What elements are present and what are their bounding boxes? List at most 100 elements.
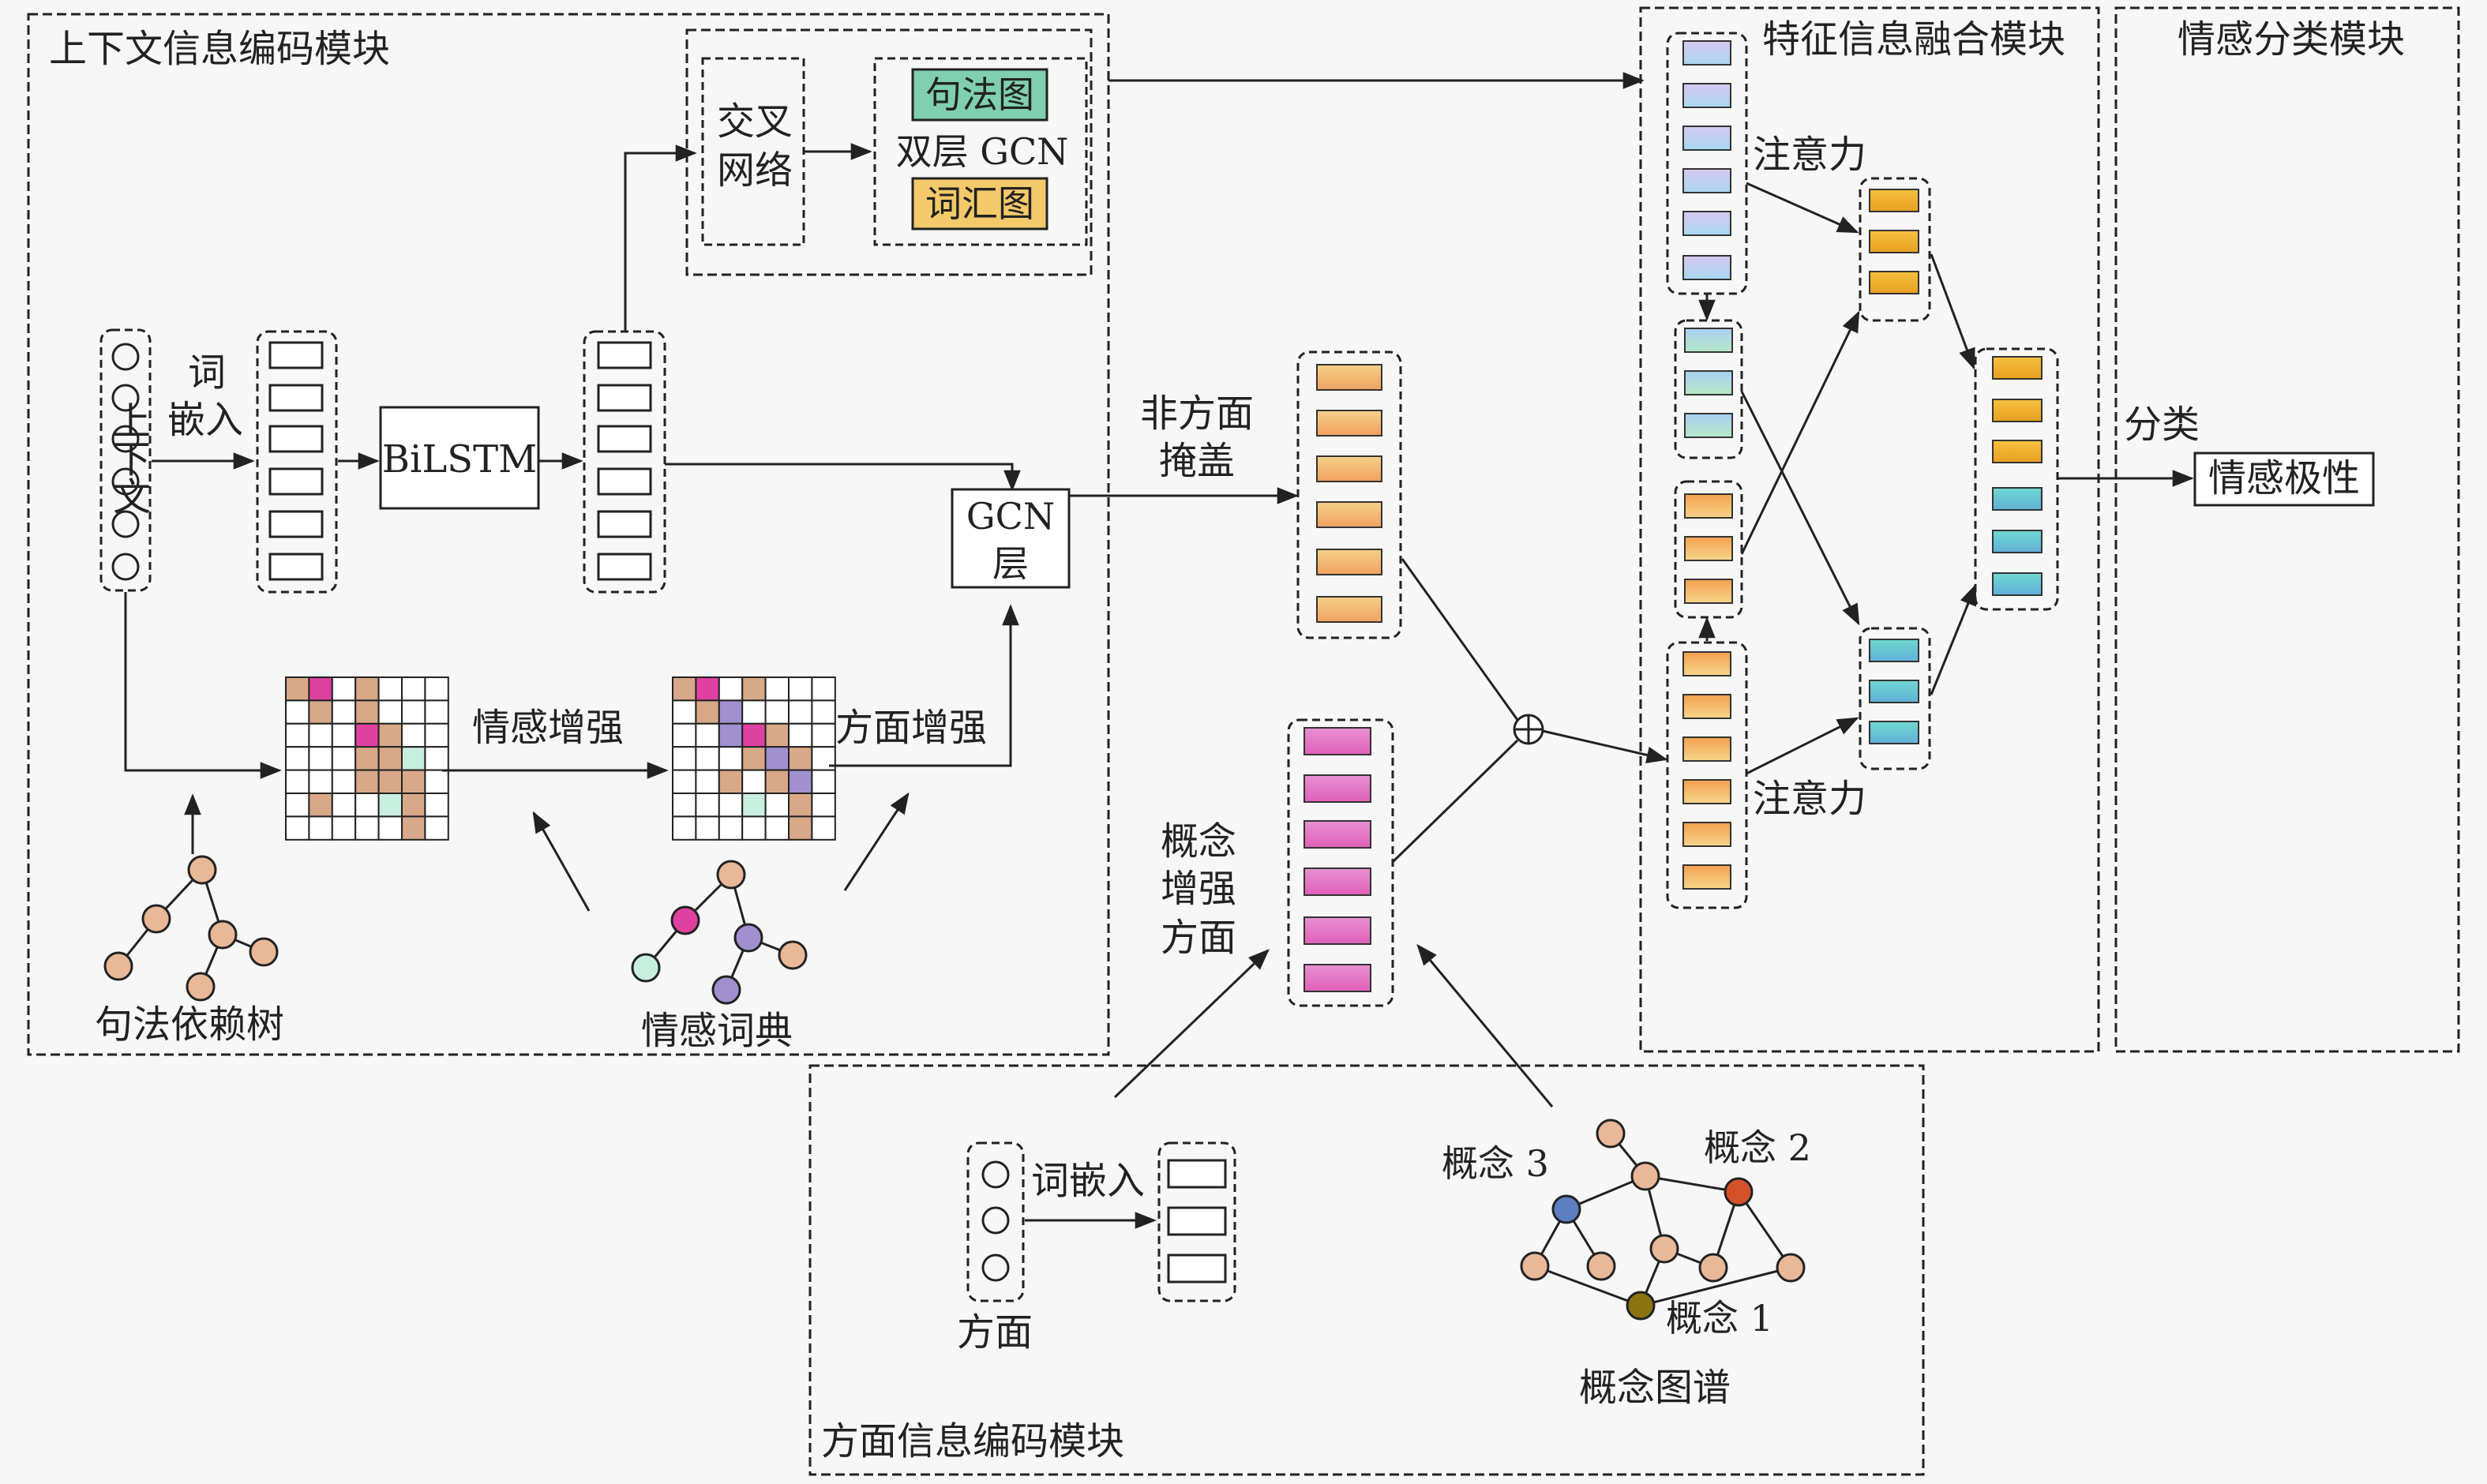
matrix-cell <box>308 769 333 794</box>
matrix-cell <box>331 746 357 771</box>
aspect-module-frame <box>808 1064 1925 1476</box>
classify-module-frame <box>2114 6 2460 1053</box>
matrix-cell <box>285 722 310 748</box>
matrix-cell <box>741 676 767 702</box>
feature-bar <box>1682 694 1731 719</box>
feature-bar <box>1682 822 1731 847</box>
context-module-frame <box>27 13 1110 1056</box>
matrix-cell <box>811 793 836 818</box>
feature-bar <box>1304 868 1371 896</box>
concept-node <box>1520 1251 1550 1281</box>
feature-bar <box>1992 399 2042 422</box>
tree-node <box>141 904 171 934</box>
matrix-cell <box>811 815 836 841</box>
arrow-concept-graph-to-aspect <box>1416 943 1554 1107</box>
feature-bar <box>1869 639 1919 662</box>
sentiment-lexicon-label: 情感词典 <box>641 1009 793 1053</box>
matrix-cell <box>741 699 767 725</box>
word-embed-label-2: 嵌入 <box>167 398 243 442</box>
aspect-token <box>981 1160 1010 1189</box>
arrow-att-top-to-final <box>1930 253 1975 370</box>
matrix-cell <box>695 722 720 748</box>
matrix-cell <box>308 793 333 818</box>
matrix-cell <box>672 793 697 818</box>
matrix-cell <box>718 793 744 818</box>
matrix-cell <box>788 815 813 841</box>
matrix-cell <box>741 746 767 771</box>
matrix-cell <box>788 746 813 771</box>
matrix-cell <box>377 746 403 771</box>
embedding-column <box>256 330 338 594</box>
matrix-cell <box>424 746 449 771</box>
feature-bar <box>1304 774 1371 803</box>
matrix-cell <box>811 769 836 794</box>
feature-bar <box>1682 864 1731 890</box>
adjacency-matrix-2 <box>672 676 836 841</box>
matrix-cell <box>308 699 333 725</box>
tree-node <box>186 972 216 1002</box>
bilstm-label: BiLSTM <box>382 437 538 482</box>
matrix-cell <box>672 722 697 748</box>
fusion-sub-column-2 <box>1674 480 1743 619</box>
fusion-sub-column-1 <box>1674 319 1743 459</box>
matrix-cell <box>811 676 836 702</box>
arrow-aspect-enhance-to-gcn <box>829 604 1019 767</box>
matrix-cell <box>718 699 744 725</box>
arrow-concat-to-fusion <box>1542 729 1668 764</box>
feature-bar <box>1869 271 1919 294</box>
concept-node-2 <box>1724 1177 1754 1207</box>
feature-bar <box>1992 487 2042 511</box>
matrix-cell <box>308 815 333 841</box>
line-mask-to-concat <box>1401 558 1519 721</box>
sentiment-enhance-label: 情感增强 <box>472 706 624 750</box>
matrix-cell <box>285 676 310 702</box>
matrix-cell <box>764 793 790 818</box>
arrow-att-bot-1 <box>1740 391 1860 626</box>
embedding-cell <box>268 510 324 538</box>
matrix-cell <box>718 676 744 702</box>
embedding-cell <box>268 467 324 496</box>
matrix-cell <box>695 746 720 771</box>
matrix-cell <box>788 699 813 725</box>
tree-node <box>208 920 238 950</box>
fusion-combined-column <box>1666 641 1748 909</box>
matrix-cell <box>695 769 720 794</box>
adjacency-matrix-1 <box>285 676 449 841</box>
matrix-cell <box>401 769 426 794</box>
matrix-cell <box>401 676 426 702</box>
dual-gcn-frame <box>685 28 1093 276</box>
matrix-cell <box>354 769 380 794</box>
matrix-cell <box>764 769 790 794</box>
fusion-module-title: 特征信息融合模块 <box>1762 17 2065 62</box>
sentiment-lexicon-graph <box>631 860 808 1005</box>
matrix-cell <box>718 746 744 771</box>
syntax-graph-box <box>911 68 1048 122</box>
concept-node <box>1698 1253 1728 1283</box>
feature-bar <box>1316 596 1382 623</box>
matrix-cell <box>695 676 720 702</box>
hidden-cell <box>597 425 652 453</box>
concept-aspect-column <box>1287 718 1394 1007</box>
feature-bar <box>1682 736 1731 762</box>
context-token <box>111 343 140 371</box>
feature-bar <box>1992 356 2042 380</box>
matrix-cell <box>672 699 697 725</box>
matrix-cell <box>308 722 333 748</box>
context-token <box>111 425 140 453</box>
matrix-cell <box>401 722 426 748</box>
gcn-layer-label-1: GCN <box>966 495 1055 538</box>
arrow-aspect-to-concept-column <box>1113 949 1270 1099</box>
context-module-title: 上下文信息编码模块 <box>49 27 390 71</box>
aspect-word-embed-label: 词嵌入 <box>1031 1159 1145 1203</box>
feature-bar <box>1316 410 1382 437</box>
tree-node <box>103 951 133 981</box>
concept-2-label: 概念 2 <box>1704 1126 1811 1169</box>
feature-bar <box>1304 964 1371 992</box>
matrix-cell <box>695 815 720 841</box>
matrix-cell <box>718 815 744 841</box>
concept-node-3 <box>1551 1194 1581 1224</box>
feature-bar <box>1682 651 1731 676</box>
matrix-cell <box>741 769 767 794</box>
feature-bar <box>1682 255 1731 280</box>
